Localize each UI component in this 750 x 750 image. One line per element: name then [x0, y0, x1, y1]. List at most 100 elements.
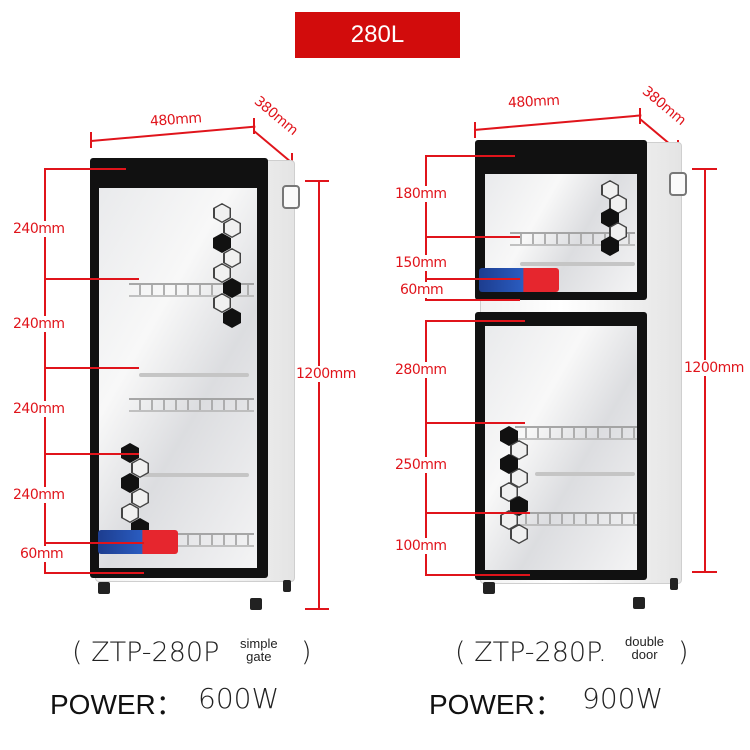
right-lower-shelf-2	[515, 512, 637, 526]
left-shelf-2	[129, 398, 254, 412]
right-upper-rod	[520, 262, 635, 266]
left-rod-2	[139, 473, 249, 477]
left-height-line	[318, 180, 320, 610]
right-cabinet-figure: 480mm 380mm	[375, 0, 750, 720]
left-cabinet-figure: 480mm 380mm	[0, 0, 375, 720]
right-section-label: 60mm	[400, 282, 444, 298]
hex-decor-icon	[601, 180, 619, 200]
left-height-label: 1200mm	[296, 366, 356, 382]
right-model-name: ( ZTP-280P.	[455, 637, 607, 668]
left-foot-2	[250, 598, 262, 610]
hex-decor-icon	[213, 263, 231, 283]
right-section-label: 100mm	[395, 538, 447, 554]
left-sec-tick	[44, 572, 144, 574]
left-section-label: 240mm	[13, 487, 65, 503]
left-foot-3	[283, 580, 291, 592]
right-control-knob	[669, 172, 687, 196]
left-cabinet-door	[90, 158, 268, 578]
right-variant-line1: double	[625, 634, 665, 649]
left-section-label: 240mm	[13, 221, 65, 237]
left-foot-1	[98, 582, 110, 594]
right-height-tick-bot	[692, 571, 717, 573]
hex-decor-icon	[223, 308, 241, 328]
right-sec-tick	[425, 422, 525, 424]
left-model-close: )	[301, 637, 312, 668]
right-section-label: 280mm	[395, 362, 447, 378]
left-width-tick-r	[253, 118, 255, 134]
hex-decor-icon	[223, 218, 241, 238]
left-sections-line	[44, 168, 46, 574]
hex-decor-icon	[500, 510, 518, 530]
right-lower-shelf-1	[515, 426, 637, 440]
right-sec-tick	[425, 299, 520, 301]
right-depth-label: 380mm	[638, 83, 689, 129]
hex-decor-icon	[601, 236, 619, 256]
left-sec-tick	[44, 367, 139, 369]
left-variant-line2: gate	[246, 649, 272, 664]
right-width-label: 480mm	[507, 92, 560, 112]
right-variant-label: double door	[625, 635, 664, 661]
hex-decor-icon	[131, 458, 149, 478]
left-depth-label: 380mm	[250, 93, 301, 139]
left-power-value: 600W	[198, 682, 280, 715]
left-rod-1	[139, 373, 249, 377]
capacity-label: 280L	[350, 21, 405, 48]
left-section-label: 240mm	[13, 316, 65, 332]
hex-decor-icon	[609, 194, 627, 214]
right-lower-glass	[485, 326, 637, 570]
right-lower-door	[475, 312, 647, 580]
left-height-tick-top	[305, 180, 329, 182]
left-sec-tick	[44, 278, 139, 280]
right-section-label: 250mm	[395, 457, 447, 473]
left-power-label: POWER：	[50, 689, 184, 720]
right-foot-2	[633, 597, 645, 609]
hex-decor-icon	[510, 468, 528, 488]
left-control-knob	[282, 185, 300, 209]
hex-decor-icon	[213, 203, 231, 223]
hex-decor-icon	[500, 482, 518, 502]
left-sec-tick	[44, 168, 126, 170]
right-sec-tick	[425, 574, 530, 576]
hex-decor-icon	[510, 524, 528, 544]
right-sections-line-lower	[425, 320, 427, 575]
left-model-name: ( ZTP-280P	[72, 637, 220, 668]
right-variant-line2: door	[631, 647, 658, 662]
right-sec-tick	[425, 512, 530, 514]
right-upper-door	[475, 140, 647, 300]
right-sec-tick	[425, 320, 525, 322]
right-width-tick-l	[474, 122, 476, 138]
hex-decor-icon	[223, 278, 241, 298]
hex-decor-icon	[510, 496, 528, 516]
left-sec-tick	[44, 542, 144, 544]
left-section-label: 60mm	[20, 546, 64, 562]
right-width-tick-r	[639, 108, 641, 124]
right-model-close: )	[678, 637, 689, 668]
right-sec-tick	[425, 278, 520, 280]
hex-decor-icon	[601, 208, 619, 228]
right-feature-sticker	[479, 268, 559, 292]
right-sec-tick	[425, 236, 520, 238]
left-variant-line1: simple	[240, 636, 278, 651]
hex-decor-icon	[510, 440, 528, 460]
right-section-label: 180mm	[395, 186, 447, 202]
left-width-label: 480mm	[149, 110, 202, 130]
hex-decor-icon	[131, 488, 149, 508]
hex-decor-icon	[213, 293, 231, 313]
capacity-badge: 280L	[295, 12, 460, 58]
right-height-tick-top	[692, 168, 717, 170]
right-width-line	[473, 114, 642, 131]
left-door-glass	[99, 188, 257, 568]
hex-decor-icon	[500, 454, 518, 474]
right-section-label: 150mm	[395, 255, 447, 271]
hex-decor-icon	[213, 233, 231, 253]
right-sec-tick	[425, 155, 515, 157]
right-power-value: 900W	[582, 682, 664, 715]
right-foot-3	[670, 578, 678, 590]
right-lower-rod	[535, 472, 635, 476]
right-sections-line-upper	[425, 155, 427, 300]
left-section-label: 240mm	[13, 401, 65, 417]
right-power-label: POWER：	[429, 689, 563, 720]
right-foot-1	[483, 582, 495, 594]
left-sec-tick	[44, 453, 139, 455]
hex-decor-icon	[121, 503, 139, 523]
